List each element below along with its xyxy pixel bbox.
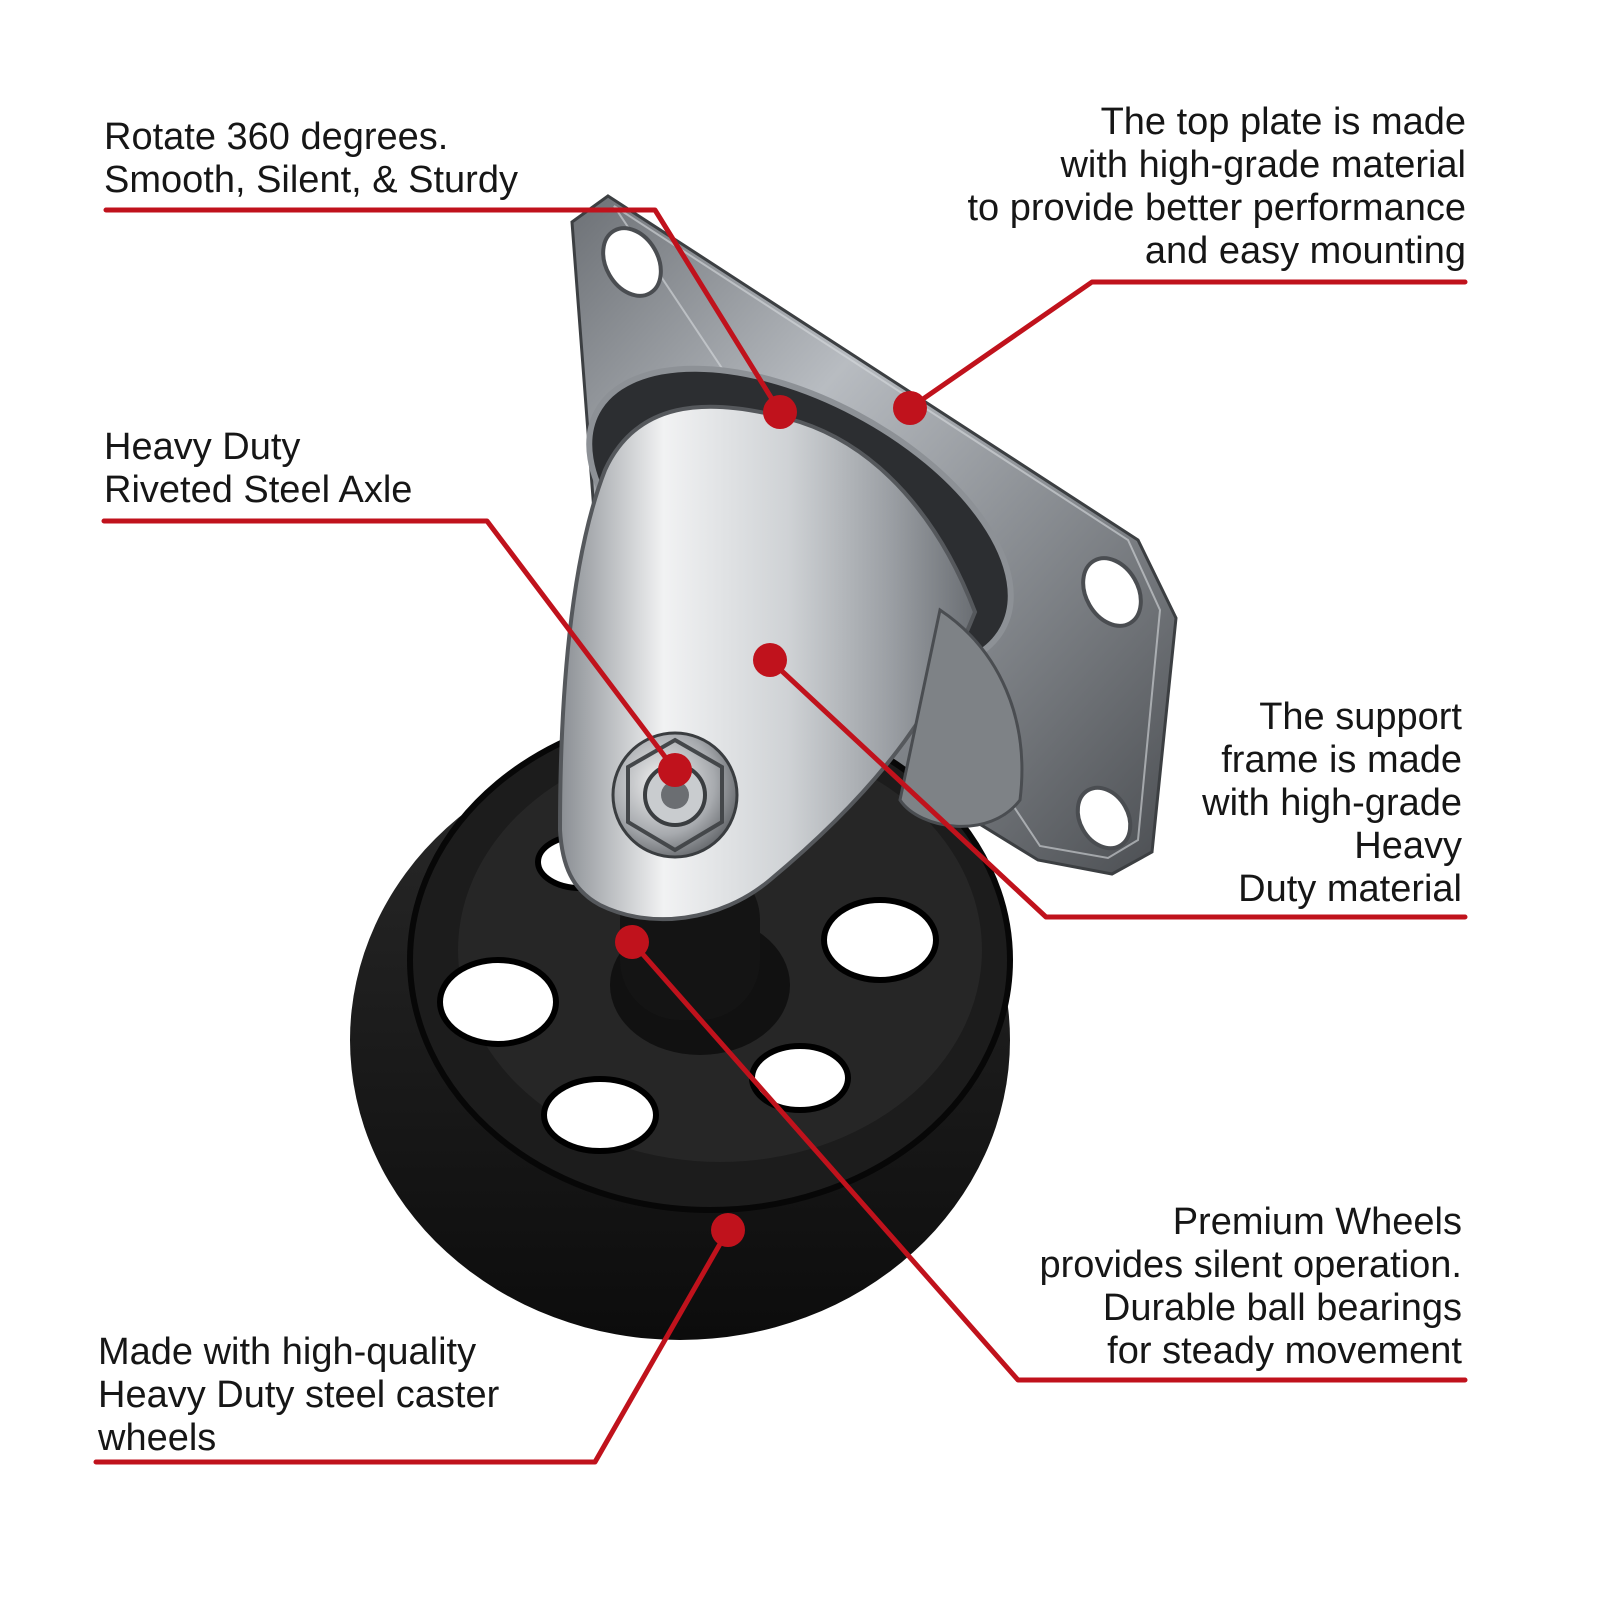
mounting-hole — [601, 226, 663, 298]
callout-line: for steady movement — [1107, 1330, 1462, 1372]
callout-line: wheels — [98, 1417, 217, 1459]
callout-line: frame is made — [1221, 739, 1462, 781]
callout-line: The top plate is made — [1100, 101, 1466, 143]
callout-axle: Heavy Duty Riveted Steel Axle — [104, 426, 412, 512]
leader-lines — [93, 207, 1468, 1465]
leader-support-frame — [767, 657, 1468, 920]
callout-line: to provide better performance — [967, 187, 1467, 229]
callout-line: Durable ball bearings — [1102, 1287, 1462, 1329]
callout-steel-wheels: Made with high-quality Heavy Duty steel … — [98, 1331, 499, 1460]
marker-dot-premium-wheels — [615, 925, 649, 959]
marker-dot-axle — [658, 753, 692, 787]
leader-rotate — [103, 207, 783, 415]
marker-dot-steel-wheels — [711, 1213, 745, 1247]
wheel-spoke-hole — [821, 897, 939, 983]
marker-dots — [615, 391, 927, 1247]
callout-line: Heavy — [1354, 825, 1462, 867]
leader-steel-wheels — [93, 1227, 731, 1465]
callout-line: Premium Wheels — [1172, 1201, 1462, 1243]
callout-line: Rotate 360 degrees. — [104, 116, 449, 158]
axle-nut — [611, 731, 739, 859]
callout-top-plate: The top plate is made with high-grade ma… — [968, 101, 1467, 273]
marker-dot-rotate — [763, 395, 797, 429]
callout-line: and easy mounting — [1144, 230, 1466, 272]
callout-support-frame: The support frame is made with high-grad… — [1202, 696, 1462, 911]
mounting-hole — [1075, 785, 1133, 851]
callout-line: Made with high-quality — [98, 1331, 477, 1373]
wheel-spoke-hole — [437, 957, 559, 1047]
callout-rotate: Rotate 360 degrees. Smooth, Silent, & St… — [104, 116, 518, 202]
leader-axle — [101, 518, 678, 773]
callout-line: Heavy Duty steel caster — [98, 1374, 500, 1416]
callout-line: The support — [1259, 696, 1462, 738]
callout-line: with high-grade material — [1060, 144, 1466, 186]
callout-line: Smooth, Silent, & Sturdy — [104, 159, 518, 201]
leader-top-plate — [907, 279, 1468, 411]
wheel-spoke-hole — [541, 1076, 659, 1154]
mounting-hole — [1081, 556, 1143, 628]
callout-line: Riveted Steel Axle — [104, 469, 413, 511]
callout-premium-wheels: Premium Wheels provides silent operation… — [1040, 1201, 1462, 1373]
marker-dot-support-frame — [753, 643, 787, 677]
wheel-spoke-hole — [749, 1043, 851, 1113]
callout-line: Duty material — [1238, 868, 1462, 910]
marker-dot-top-plate — [893, 391, 927, 425]
callout-line: Heavy Duty — [104, 426, 301, 468]
leader-premium-wheels — [629, 939, 1468, 1383]
callout-line: with high-grade — [1202, 782, 1462, 824]
callout-line: provides silent operation. — [1039, 1244, 1462, 1286]
